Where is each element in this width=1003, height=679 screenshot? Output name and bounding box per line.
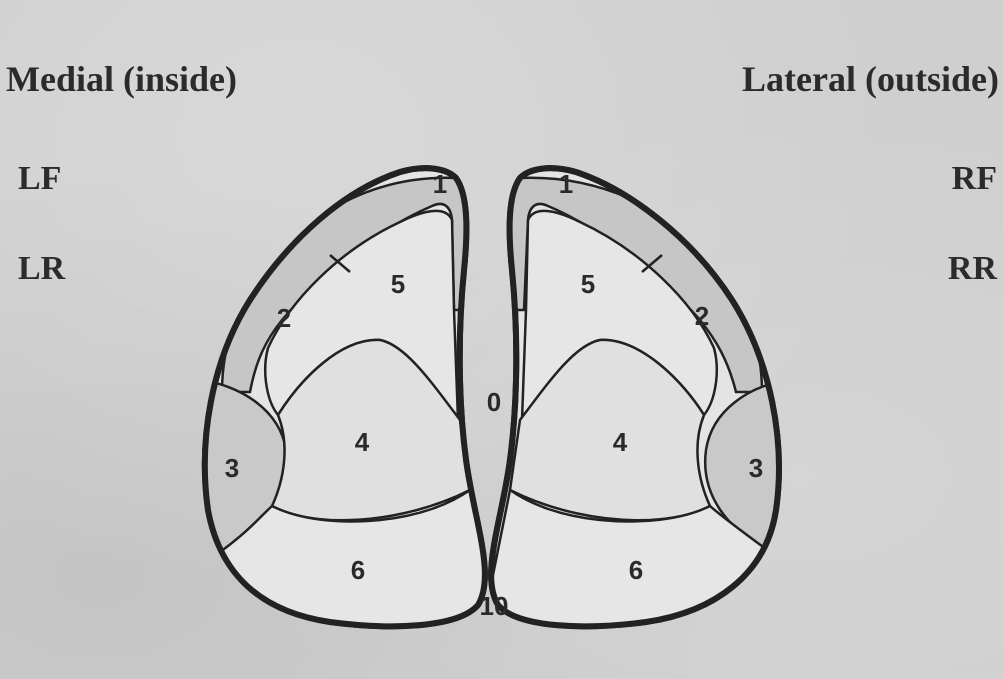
left-claw: 1 2 3 4 5 6 (190, 168, 500, 640)
right-zone-2-number: 2 (695, 301, 709, 331)
left-zone-1-number: 1 (433, 169, 447, 199)
left-zone-5-number: 5 (391, 269, 405, 299)
heel-gap-zone-10-number: 10 (480, 591, 509, 621)
right-zone-3-number: 3 (749, 453, 763, 483)
right-zone-5-number: 5 (581, 269, 595, 299)
right-zone-1-number: 1 (559, 169, 573, 199)
interdigital-zone-0-number: 0 (487, 387, 501, 417)
left-zone-2-number: 2 (277, 303, 291, 333)
right-zone-4-number: 4 (613, 427, 628, 457)
right-zone-6-number: 6 (629, 555, 643, 585)
left-zone-3-number: 3 (225, 453, 239, 483)
right-claw: 1 2 3 4 5 6 (480, 168, 800, 640)
left-zone-6-number: 6 (351, 555, 365, 585)
left-zone-4-number: 4 (355, 427, 370, 457)
